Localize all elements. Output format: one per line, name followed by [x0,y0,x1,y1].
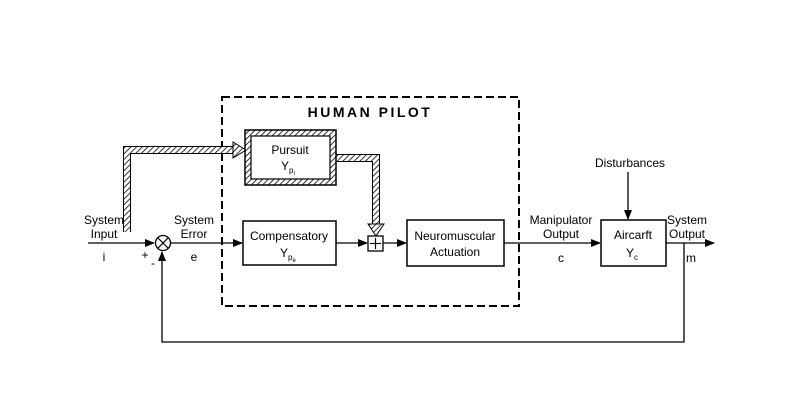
manipulator-symbol: c [558,251,564,265]
compensatory-transfer-symbol: Ype [280,246,296,264]
neuromuscular-label-line2: Actuation [430,245,480,259]
plus-sign: + [141,248,148,262]
pursuit-label: Pursuit [271,143,309,157]
manipulator-output-label-line2: Output [543,227,580,241]
aircraft-label: Aircarft [614,228,653,242]
human-pilot-title: HUMAN PILOT [308,104,433,120]
error-symbol: e [191,250,198,264]
pursuit-hatched-arrowhead [232,141,247,159]
aircraft-transfer-symbol: Yc [626,246,638,262]
system-output-label-line2: Output [669,227,706,241]
neuromuscular-label-line1: Neuromuscular [414,229,495,243]
comparator-circle [154,234,172,252]
pursuit-output-arrowhead [367,223,385,237]
aircraft-block: Aircarft Yc [600,219,667,267]
pursuit-output-path [336,154,385,237]
minus-sign: - [151,256,155,270]
output-symbol: m [686,251,696,265]
pursuit-transfer-symbol: Ypi [281,159,295,177]
feedback-line [158,243,685,343]
pursuit-block: Pursuit Ypi [244,129,337,186]
disturbances-label: Disturbances [595,156,665,170]
system-error-label-line1: System [174,213,214,227]
compensatory-label: Compensatory [250,229,328,243]
system-input-label-line1: System [84,213,124,227]
system-error-label-line2: Error [181,227,208,241]
human-pilot-group [221,96,520,307]
system-output-label-line1: System [667,213,707,227]
manipulator-output-label-line1: Manipulator [530,213,593,227]
signal-lines [88,172,715,343]
pursuit-feedforward-path [123,141,247,232]
compensatory-block: Compensatory Ype [242,220,337,266]
summing-junction-plus [367,235,384,252]
neuromuscular-block: Neuromuscular Actuation [406,219,505,267]
input-symbol: i [103,250,106,264]
system-input-label-line2: Input [91,227,118,241]
